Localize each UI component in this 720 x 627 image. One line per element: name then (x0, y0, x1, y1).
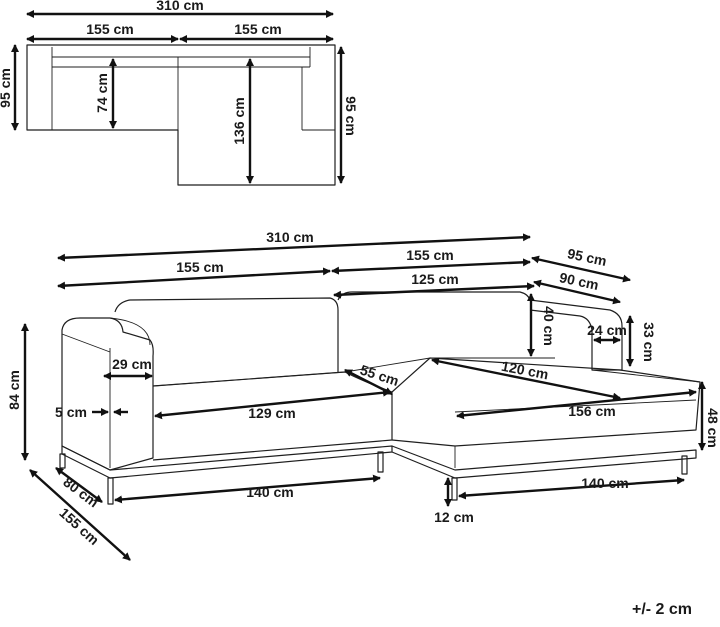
dim-chaise-arm-depth (533, 279, 621, 305)
tolerance-note: +/- 2 cm (631, 601, 692, 618)
label-top-seat-depth: 74 cm (94, 73, 110, 113)
label-arm-width: 24 cm (587, 322, 627, 338)
label-side-total: 155 cm (56, 504, 102, 548)
dim-chaise-front-width (456, 388, 697, 420)
label-top-chaise-depth: 136 cm (231, 97, 247, 144)
dim-chaise-seat-depth (344, 368, 393, 396)
label-total-height: 84 cm (6, 370, 22, 410)
label-left-section: 155 cm (176, 259, 223, 275)
label-base-right: 140 cm (581, 475, 628, 491)
top-view: 310 cm 155 cm 155 cm 95 cm 74 cm 136 cm … (0, 0, 359, 186)
dim-right-section (331, 258, 531, 275)
label-chaise-depth-top: 95 cm (566, 245, 608, 269)
label-base-left: 140 cm (246, 484, 293, 500)
label-right-section: 155 cm (406, 247, 453, 263)
label-backrest-height: 40 cm (541, 306, 557, 346)
label-leg-height: 12 cm (434, 509, 474, 525)
dim-chaise-depth-top (531, 255, 631, 283)
label-arm-offset: 5 cm (55, 404, 87, 420)
dim-base-right (458, 476, 685, 500)
label-chaise-front-width: 156 cm (568, 403, 615, 419)
dim-base-left (114, 474, 381, 504)
label-arm-height: 33 cm (641, 322, 657, 362)
label-top-depth-right: 95 cm (343, 96, 359, 136)
label-top-left-width: 155 cm (86, 21, 133, 37)
label-arm-top-width: 29 cm (112, 356, 152, 372)
label-back-right: 125 cm (411, 271, 458, 287)
dim-seat-width (154, 388, 391, 420)
label-chaise-height: 48 cm (705, 408, 720, 448)
dim-total-width (57, 233, 531, 262)
dim-side-total (29, 469, 131, 561)
label-top-depth-left: 95 cm (0, 68, 13, 108)
dim-back-right (333, 282, 535, 299)
label-seat-width: 129 cm (248, 405, 295, 421)
perspective-view: 310 cm 155 cm 155 cm 125 cm 95 cm 90 cm … (6, 229, 720, 561)
top-view-outline (26, 44, 336, 186)
dim-left-section (57, 267, 331, 290)
label-chaise-seat-depth: 55 cm (358, 362, 401, 389)
label-top-total-width: 310 cm (156, 0, 203, 13)
label-top-right-width: 155 cm (234, 21, 281, 37)
label-total-width: 310 cm (266, 229, 313, 245)
